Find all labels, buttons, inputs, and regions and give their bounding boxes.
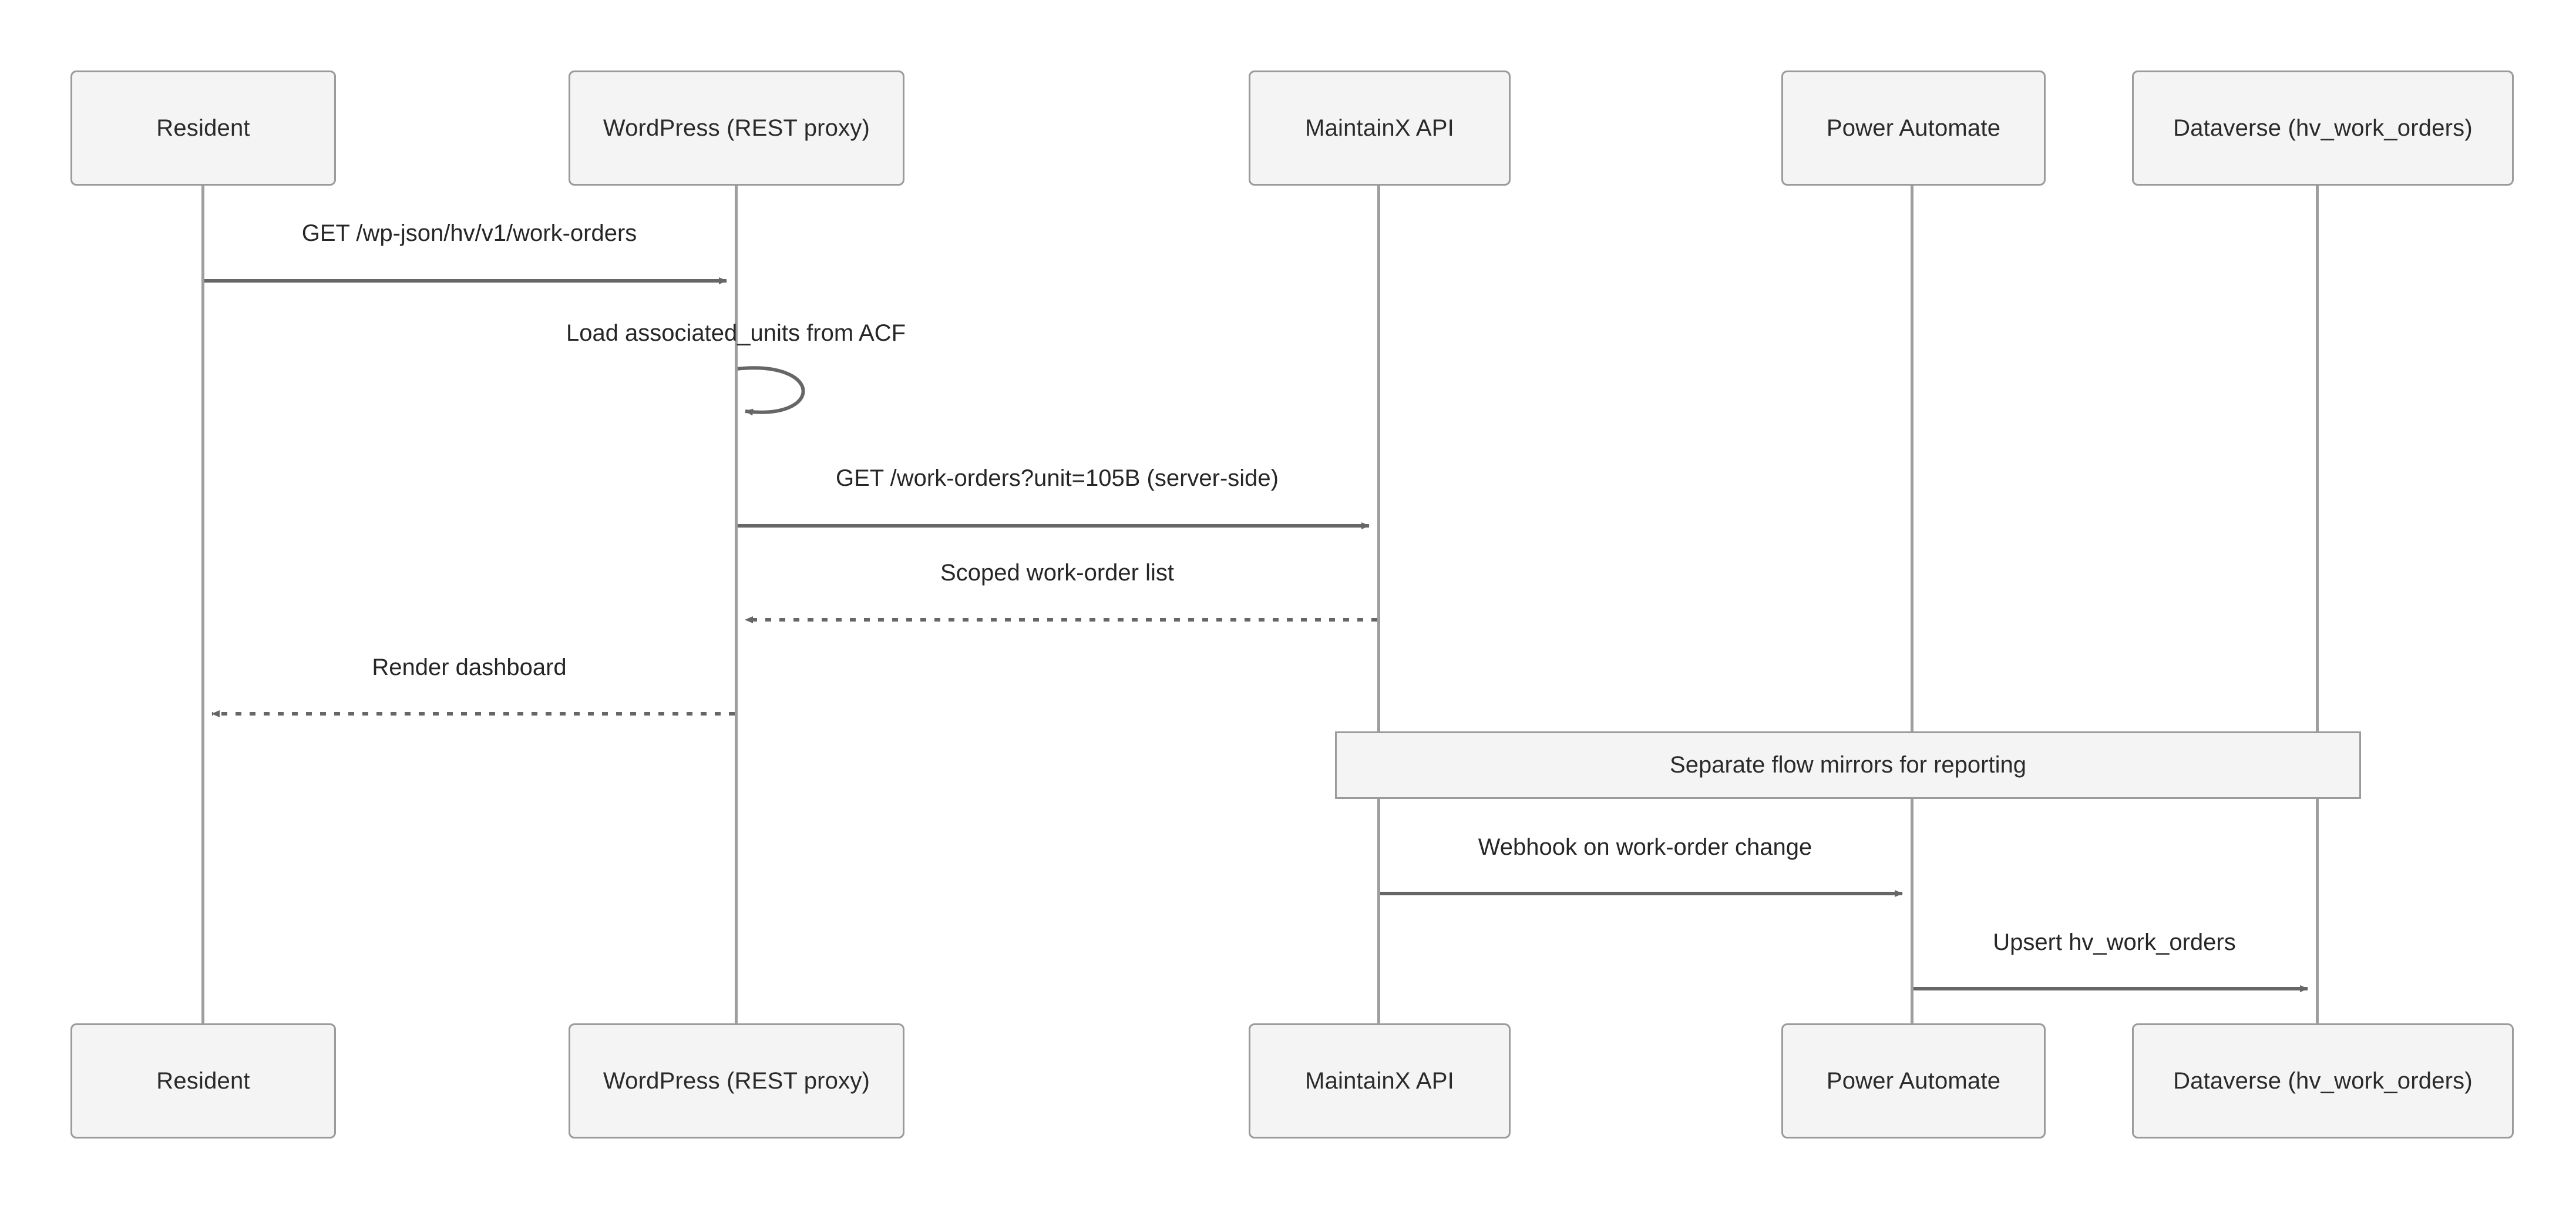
lifeline-power xyxy=(1911,186,1913,1023)
participant-box-top-dataverse[interactable]: Dataverse (hv_work_orders) xyxy=(2132,70,2514,186)
participant-box-bottom-dataverse[interactable]: Dataverse (hv_work_orders) xyxy=(2132,1023,2514,1139)
participant-box-bottom-resident[interactable]: Resident xyxy=(70,1023,336,1139)
message-label-m1: GET /wp-json/hv/v1/work-orders xyxy=(301,220,637,246)
participant-label: Dataverse (hv_work_orders) xyxy=(2173,115,2473,141)
participant-label: Resident xyxy=(156,1067,250,1094)
lifeline-dataverse xyxy=(2316,186,2319,1023)
lifeline-maintainx xyxy=(1377,186,1380,1023)
participant-label: MaintainX API xyxy=(1305,1067,1454,1094)
participant-box-top-maintainx[interactable]: MaintainX API xyxy=(1249,70,1511,186)
message-label-m5: Render dashboard xyxy=(372,654,567,680)
participant-box-top-power[interactable]: Power Automate xyxy=(1781,70,2046,186)
participant-label: MaintainX API xyxy=(1305,115,1454,141)
note-box[interactable]: Separate flow mirrors for reporting xyxy=(1335,731,2361,799)
participant-box-top-resident[interactable]: Resident xyxy=(70,70,336,186)
participant-label: WordPress (REST proxy) xyxy=(603,115,870,141)
participant-label: WordPress (REST proxy) xyxy=(603,1067,870,1094)
message-label-m6: Webhook on work-order change xyxy=(1478,834,1812,860)
note-label: Separate flow mirrors for reporting xyxy=(1670,752,2026,778)
participant-label: Power Automate xyxy=(1826,1067,2001,1094)
lifeline-resident xyxy=(201,186,204,1023)
message-label-m7: Upsert hv_work_orders xyxy=(1993,929,2236,955)
participant-box-bottom-power[interactable]: Power Automate xyxy=(1781,1023,2046,1139)
participant-box-bottom-maintainx[interactable]: MaintainX API xyxy=(1249,1023,1511,1139)
participant-label: Power Automate xyxy=(1826,115,2001,141)
lifeline-wordpress xyxy=(735,186,738,1023)
participant-label: Dataverse (hv_work_orders) xyxy=(2173,1067,2473,1094)
message-label-m3: GET /work-orders?unit=105B (server-side) xyxy=(836,465,1279,491)
participant-box-top-wordpress[interactable]: WordPress (REST proxy) xyxy=(569,70,904,186)
message-label-m4: Scoped work-order list xyxy=(940,560,1174,586)
participant-box-bottom-wordpress[interactable]: WordPress (REST proxy) xyxy=(569,1023,904,1139)
message-arrow-m2 xyxy=(735,366,805,416)
participant-label: Resident xyxy=(156,115,250,141)
message-label-m2: Load associated_units from ACF xyxy=(566,320,906,346)
